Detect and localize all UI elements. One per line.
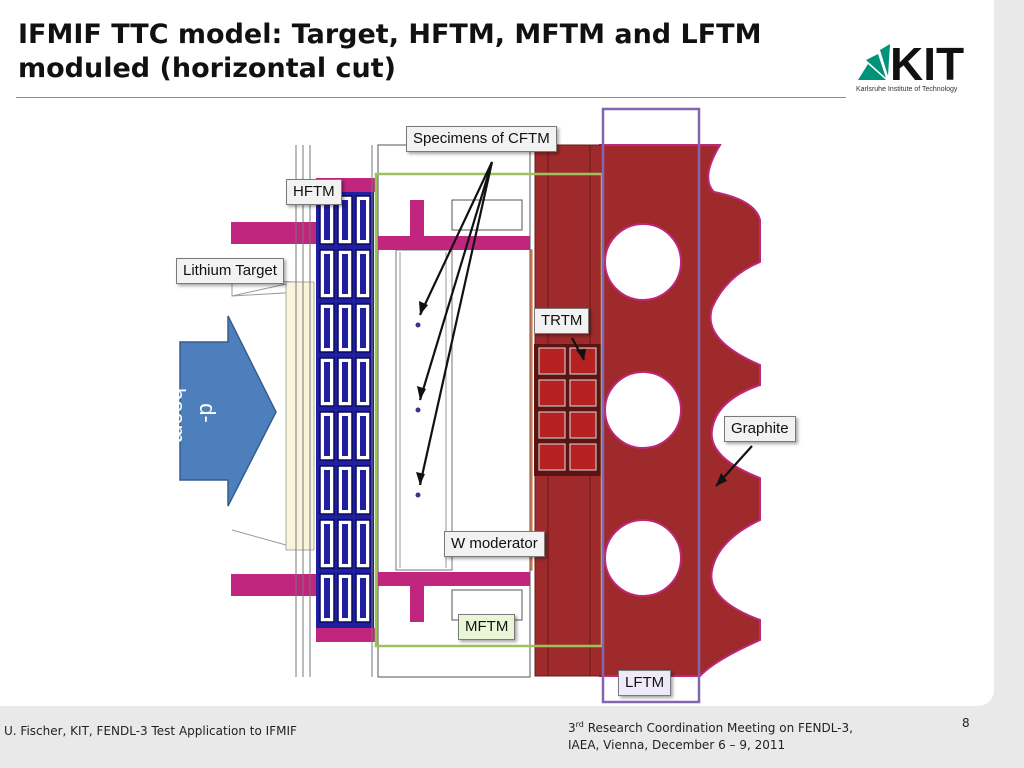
footer-author: U. Fischer, KIT, FENDL-3 Test Applicatio… xyxy=(4,724,297,738)
hftm-cassette-core xyxy=(324,308,330,348)
hftm-cassette-core xyxy=(324,362,330,402)
trtm-grid xyxy=(534,344,602,476)
label-mftm: MFTM xyxy=(458,614,516,640)
footer-meeting: 3rd Research Coordination Meeting on FEN… xyxy=(568,716,928,754)
title-divider xyxy=(16,97,846,98)
hftm-cassette-core xyxy=(324,470,330,510)
footer-meeting-line2: IAEA, Vienna, December 6 – 9, 2011 xyxy=(568,738,786,752)
label-trtm: TRTM xyxy=(534,308,590,334)
graphite-hole xyxy=(604,223,682,301)
cftm-region xyxy=(377,144,531,678)
footer-meeting-number: 3 xyxy=(568,721,576,735)
hftm-cassette-core xyxy=(342,308,348,348)
hftm-cassette-core xyxy=(360,578,366,618)
label-d-beam: d-beam xyxy=(165,388,220,444)
hftm-cassette-core xyxy=(342,578,348,618)
left-lines xyxy=(295,145,373,677)
hftm-cassette-core xyxy=(324,200,330,240)
slide-title: IFMIF TTC model: Target, HFTM, MFTM and … xyxy=(18,19,762,84)
graphite-hole xyxy=(604,519,682,597)
d-beam-arrow xyxy=(179,315,277,507)
hftm-cassette-core xyxy=(342,416,348,456)
hftm-cassette-core xyxy=(342,254,348,294)
hftm-cassette-core xyxy=(342,362,348,402)
kit-logo-text: KIT xyxy=(890,38,964,90)
lithium-target xyxy=(231,279,315,551)
label-w-moderator: W moderator xyxy=(444,531,545,557)
page-number: 8 xyxy=(962,716,970,730)
label-lithium-target: Lithium Target xyxy=(176,258,284,284)
hftm-cassette-core xyxy=(324,254,330,294)
label-graphite: Graphite xyxy=(724,416,796,442)
label-specimens-cftm: Specimens of CFTM xyxy=(406,126,557,152)
graphite-hole xyxy=(604,371,682,449)
hftm-cassette-core xyxy=(324,524,330,564)
hftm-cassette-core xyxy=(360,254,366,294)
ttc-model-figure xyxy=(179,107,761,704)
hftm-cassette-core xyxy=(324,578,330,618)
label-lftm: LFTM xyxy=(618,670,672,696)
hftm-cassette-core xyxy=(360,470,366,510)
hftm-cassette-core xyxy=(324,416,330,456)
hftm-cassette-core xyxy=(342,200,348,240)
label-hftm: HFTM xyxy=(286,179,342,205)
arrow-heads xyxy=(416,301,727,486)
hftm-cassette-core xyxy=(360,308,366,348)
kit-logo: KIT xyxy=(858,38,964,90)
kit-logo-subtitle: Karlsruhe Institute of Technology xyxy=(856,86,958,93)
hftm-cassette-core xyxy=(360,362,366,402)
kit-logo-mark xyxy=(858,44,890,80)
hftm-cassette-core xyxy=(360,524,366,564)
hftm-cassette-core xyxy=(360,416,366,456)
footer-meeting-line1: Research Coordination Meeting on FENDL-3… xyxy=(583,721,853,735)
footer-meeting-suffix: rd xyxy=(575,720,584,729)
hftm-cassette-core xyxy=(360,200,366,240)
hftm-block xyxy=(316,192,374,628)
hftm-cassette-core xyxy=(342,470,348,510)
lftm-frame xyxy=(601,107,701,704)
hftm-cassette-core xyxy=(342,524,348,564)
